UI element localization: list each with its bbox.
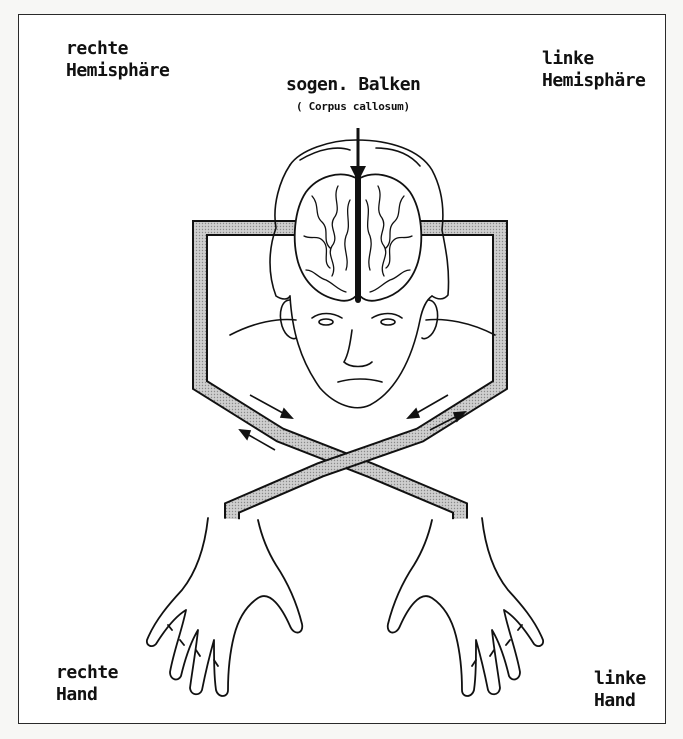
label-corpus-callosum-latin: ( Corpus callosum): [296, 100, 410, 113]
label-right-hemisphere: rechte Hemisphäre: [66, 38, 169, 82]
label-corpus-callosum: sogen. Balken: [286, 74, 420, 96]
label-right-hand: rechte Hand: [56, 662, 118, 706]
corpus-callosum-arrow: [350, 128, 366, 182]
right-hand: [147, 518, 302, 696]
label-left-hemisphere: linke Hemisphäre: [542, 48, 645, 92]
brain: [295, 174, 422, 300]
left-hand: [388, 518, 543, 696]
label-left-hand: linke Hand: [594, 668, 646, 712]
